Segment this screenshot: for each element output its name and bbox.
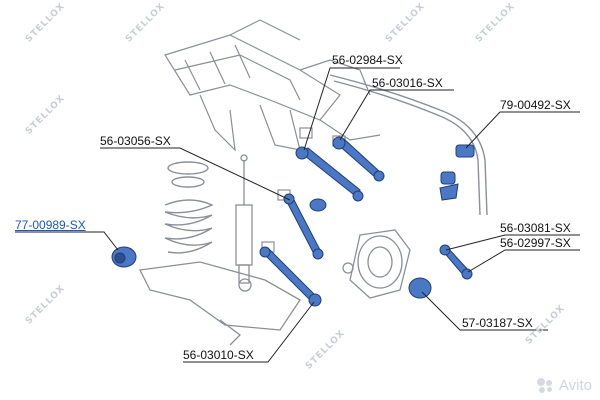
part-56-03010-sx-end-b xyxy=(308,293,322,307)
part-79-00492-sx xyxy=(455,144,475,158)
wheel-hub-sketch xyxy=(342,229,411,299)
label-77-00989-sx[interactable]: 77-00989-SX xyxy=(15,218,86,232)
avito-logo: Avito xyxy=(536,377,592,394)
part-56-03016-sx-end-a xyxy=(332,136,346,150)
label-56-03081-sx[interactable]: 56-03081-SX xyxy=(500,221,571,235)
avito-logo-text: Avito xyxy=(558,377,592,394)
part-56-03081-sx-end-a xyxy=(439,244,451,256)
leader-77-00989 xyxy=(15,231,119,251)
label-56-03056-sx[interactable]: 56-03056-SX xyxy=(100,134,171,148)
part-56-02984-sx-end-b xyxy=(352,190,364,202)
label-56-03010-sx[interactable]: 56-03010-SX xyxy=(183,348,254,362)
leader-56-03016 xyxy=(339,89,454,141)
avito-dots-icon xyxy=(536,377,555,394)
leader-56-03010 xyxy=(183,301,315,363)
highlighted-parts xyxy=(111,136,475,307)
leader-56-02984 xyxy=(303,67,400,151)
lower-arm-sketch xyxy=(139,261,301,346)
part-56-03010-sx-end-a xyxy=(259,246,271,258)
part-56-03056-sx-end-b xyxy=(312,248,324,260)
part-79-00492-sx-lower xyxy=(440,171,456,185)
label-57-03187-sx[interactable]: 57-03187-SX xyxy=(462,316,533,330)
label-56-03016-sx[interactable]: 56-03016-SX xyxy=(372,76,443,90)
label-56-02984-sx[interactable]: 56-02984-SX xyxy=(332,53,403,67)
part-56-02984-sx-end-a xyxy=(295,146,309,160)
part-77-00989-sx-core xyxy=(114,252,126,264)
label-79-00492-sx[interactable]: 79-00492-SX xyxy=(500,98,571,112)
leader-56-02997 xyxy=(467,249,580,273)
label-56-02997-sx[interactable]: 56-02997-SX xyxy=(500,236,571,250)
leader-57-03187 xyxy=(421,291,548,331)
part-56-03016-sx-end-b xyxy=(373,170,385,182)
leader-56-03081 xyxy=(445,234,580,251)
leader-lines xyxy=(15,67,580,363)
bushing-small-56-03056 xyxy=(309,198,327,212)
subframe-sketch xyxy=(164,19,381,152)
leader-79-00492 xyxy=(465,111,580,149)
shock-absorber-sketch xyxy=(235,154,253,284)
part-79-00492-sx-clip xyxy=(439,183,459,201)
leader-56-03056 xyxy=(100,147,291,201)
coil-spring-sketch xyxy=(164,161,214,254)
part-57-03187-sx xyxy=(408,277,432,299)
